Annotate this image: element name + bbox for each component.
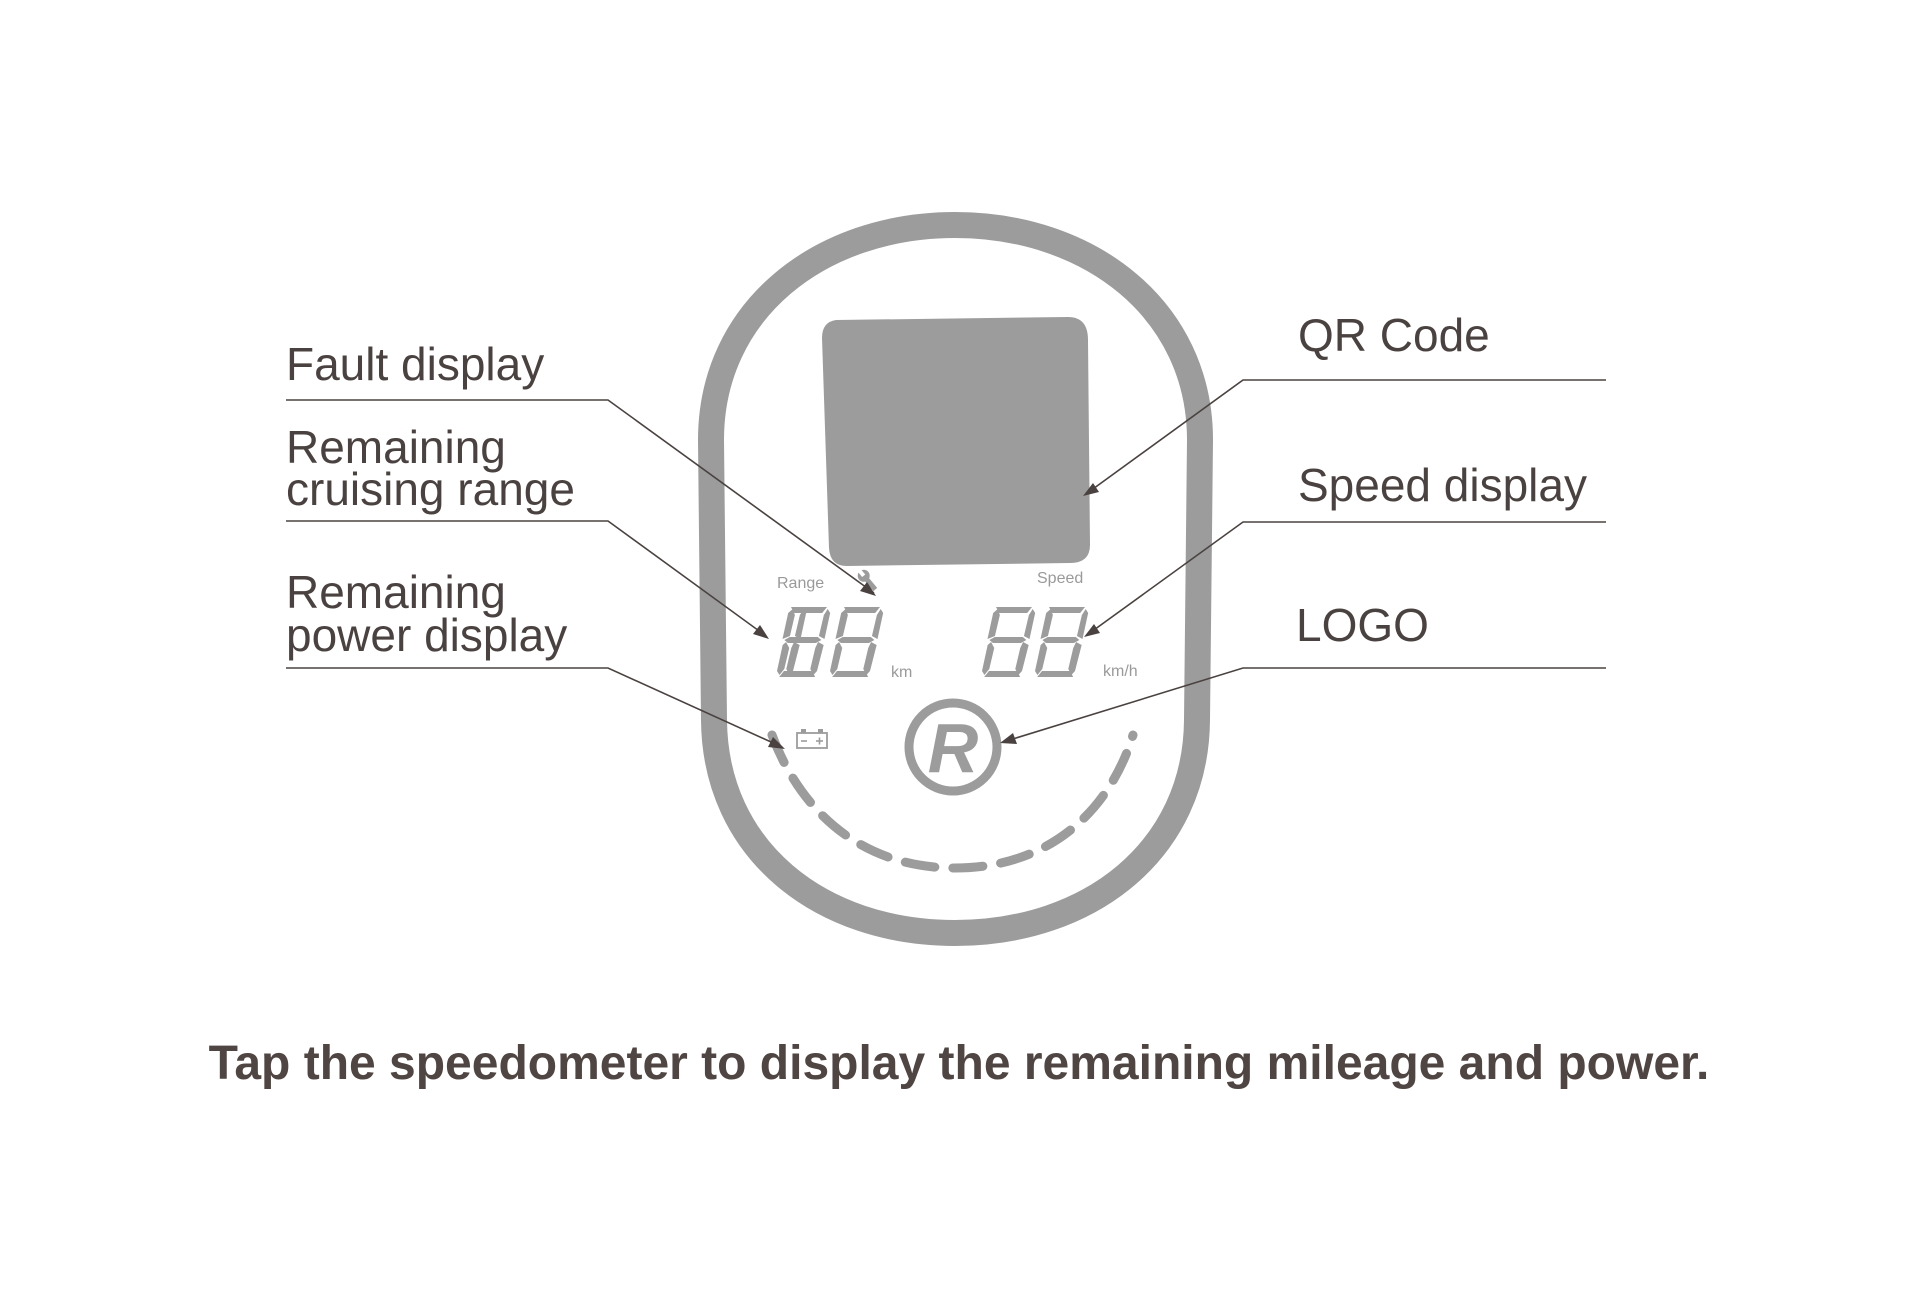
qr-code-leader bbox=[1085, 379, 1606, 495]
speedometer-body-outline[interactable] bbox=[697, 211, 1214, 947]
fault-display-label: Fault display bbox=[286, 338, 544, 390]
speed-display-arrowhead bbox=[1084, 624, 1100, 637]
remaining-range-label-line2: cruising range bbox=[286, 463, 575, 515]
remaining-range-arrowhead bbox=[753, 625, 769, 639]
speed-display-label: Speed display bbox=[1298, 459, 1587, 511]
speed-digit-8-a bbox=[981, 607, 1036, 677]
remaining-power-label-line1: Remaining bbox=[286, 566, 506, 618]
qr-code-label: QR Code bbox=[1298, 309, 1490, 361]
speed-digit-8-b bbox=[1034, 607, 1089, 677]
speed-unit: km/h bbox=[1103, 663, 1138, 680]
r-logo-icon[interactable]: R bbox=[904, 698, 1002, 796]
remaining-power-label-line2: power display bbox=[286, 609, 567, 661]
remaining-range-leader bbox=[286, 520, 767, 637]
qr-code-area[interactable] bbox=[822, 317, 1090, 566]
fault-display-leader bbox=[286, 399, 875, 594]
qr-code-arrowhead bbox=[1083, 483, 1099, 496]
speed-display-leader bbox=[1086, 521, 1606, 636]
speed-digits bbox=[981, 607, 1089, 677]
remaining-range-label-line1: Remaining bbox=[286, 421, 506, 473]
range-digit-8-b bbox=[829, 607, 884, 677]
instruction-caption: Tap the speedometer to display the remai… bbox=[208, 1037, 1710, 1090]
power-level-arc bbox=[767, 730, 1138, 873]
wrench-icon bbox=[857, 568, 878, 592]
range-label: Range bbox=[777, 575, 824, 592]
logo-leader bbox=[1002, 667, 1606, 743]
speed-label: Speed bbox=[1037, 570, 1083, 587]
range-unit: km bbox=[891, 664, 912, 681]
remaining-power-arrowhead bbox=[768, 737, 785, 749]
range-digits bbox=[776, 607, 884, 677]
battery-icon bbox=[796, 729, 828, 749]
logo-label: LOGO bbox=[1296, 599, 1429, 651]
remaining-power-leader bbox=[286, 667, 783, 748]
logo-arrowhead bbox=[1000, 733, 1017, 744]
fault-display-arrowhead bbox=[860, 582, 876, 596]
logo-letter: R bbox=[928, 709, 979, 787]
range-digit-1 bbox=[786, 609, 807, 675]
